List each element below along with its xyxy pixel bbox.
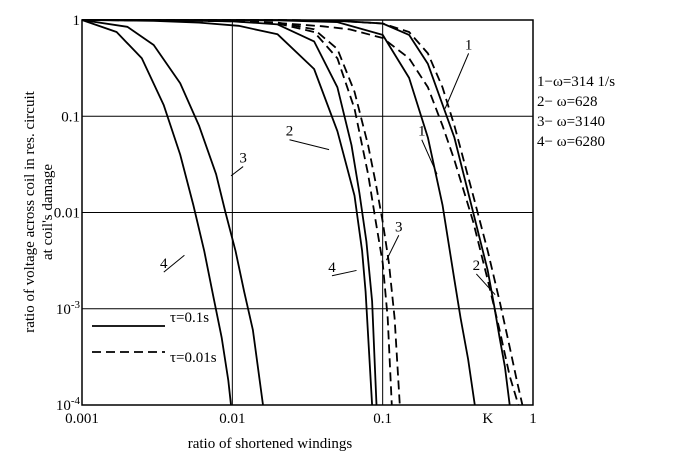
curve-label-leader	[163, 254, 185, 273]
curve-label: 4	[160, 256, 168, 272]
y-axis-label-secondary: at coil's damage	[40, 164, 56, 260]
curve-label-leader	[230, 166, 244, 177]
series-line-4-solid-mid	[81, 19, 373, 406]
y-axis-label: ratio of voltage across coil in res. cir…	[22, 90, 38, 332]
y-tick-label: 10-3	[56, 299, 81, 318]
curve-label: 3	[395, 219, 403, 235]
tau-legend: τ=0.1s τ=0.01s	[92, 310, 217, 366]
tau-legend-label: τ=0.1s	[170, 310, 209, 326]
omega-legend-entry: 2− ω=628	[537, 94, 598, 110]
curve-label-leader	[386, 235, 400, 261]
curve-label: 3	[239, 151, 247, 167]
x-tick-label: K	[482, 411, 493, 427]
curve-label-leader	[444, 53, 470, 109]
omega-legend: 1−ω=314 1/s 2− ω=628 3− ω=3140 4− ω=6280	[537, 74, 615, 150]
series-line-2-dashed-right	[82, 19, 524, 406]
curve-labels: 4 3 2 4 3 1 1 2	[160, 37, 496, 296]
series-line-1-dashed	[81, 19, 520, 406]
x-axis-label: ratio of shortened windings	[188, 436, 353, 452]
x-tick-label: 0.01	[219, 411, 245, 427]
omega-legend-entry: 1−ω=314 1/s	[537, 74, 615, 90]
x-tick-label: 1	[529, 411, 537, 427]
curve-label-leader	[289, 139, 330, 151]
data-series	[81, 19, 524, 406]
omega-legend-entry: 3− ω=3140	[537, 114, 605, 130]
y-tick-label: 0.1	[61, 109, 80, 125]
series-line-4-solid-low	[81, 19, 232, 406]
y-tick-label: 0.01	[54, 206, 80, 222]
y-tick-label: 1	[73, 13, 81, 29]
x-tick-label: 0.1	[373, 411, 392, 427]
gridlines	[82, 20, 533, 405]
curve-label: 1	[418, 124, 426, 140]
y-tick-label: 10-4	[56, 395, 81, 414]
series-line-2-solid-right	[82, 19, 511, 406]
curve-label-leader	[475, 273, 496, 296]
curve-label-leader	[421, 139, 438, 175]
series-line-2-dashed	[81, 19, 401, 406]
x-tick-label: 0.001	[65, 411, 99, 427]
series-line-3-solid-low	[81, 19, 264, 406]
tau-legend-label: τ=0.01s	[170, 350, 217, 366]
curve-label: 2	[286, 124, 294, 140]
omega-legend-entry: 4− ω=6280	[537, 134, 605, 150]
curve-label-leader	[331, 269, 357, 277]
curve-label: 4	[328, 260, 336, 276]
curve-label: 2	[473, 258, 481, 274]
curve-label: 1	[465, 37, 473, 53]
